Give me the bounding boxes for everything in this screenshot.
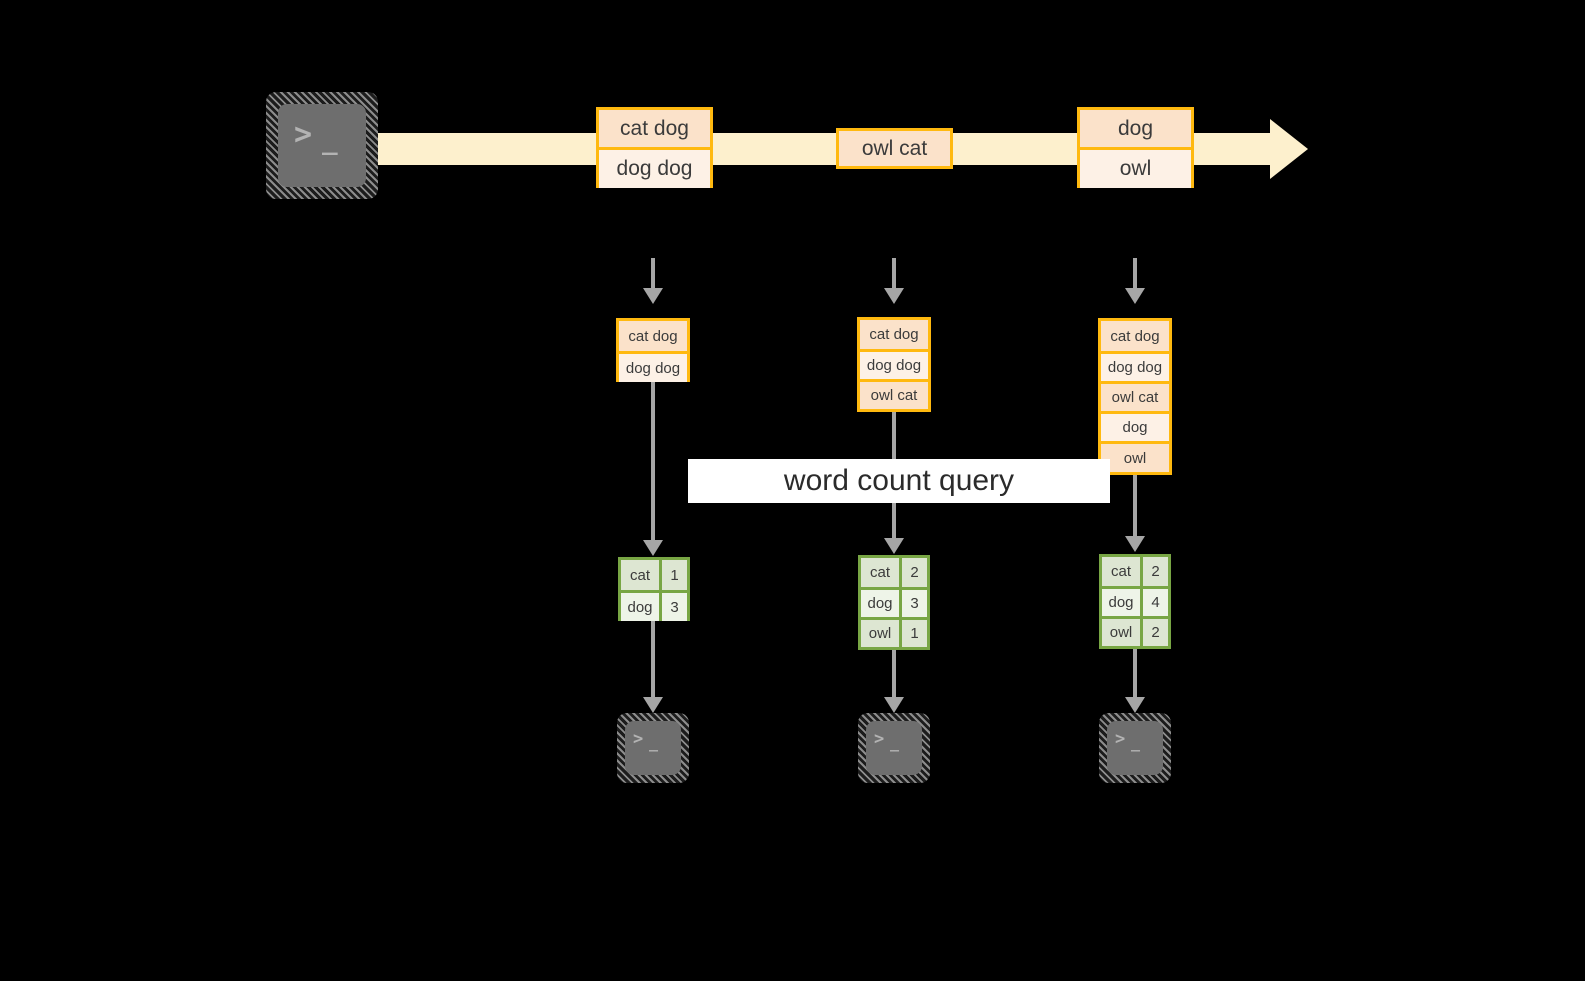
snapshot-row: dog [1101, 411, 1169, 441]
result-count: 2 [1143, 619, 1168, 646]
snapshot-3-result-table: cat 2 dog 4 owl 2 [1099, 554, 1171, 649]
snapshot-1-query-arrowhead [643, 540, 663, 556]
snapshot-3-sink-arrowhead [1125, 697, 1145, 713]
snapshot-3-sink-terminal-icon[interactable]: > _ [1099, 713, 1171, 783]
result-word: cat [1102, 557, 1143, 586]
snapshot-2-sink-line [892, 650, 896, 699]
stream-record: dog [1080, 110, 1191, 147]
stream-record: owl [1080, 147, 1191, 188]
result-count: 1 [662, 560, 687, 590]
result-row: owl 1 [861, 617, 927, 647]
stream-group-1: cat dog dog dog [596, 107, 713, 188]
terminal-prompt-glyph: > [874, 729, 886, 749]
snapshot-3-query-arrowhead [1125, 536, 1145, 552]
snapshot-1-dashed-link [651, 258, 655, 288]
result-word: dog [1102, 589, 1143, 616]
snapshot-1-sink-terminal-icon[interactable]: > _ [617, 713, 689, 783]
terminal-cursor-glyph: _ [890, 734, 901, 752]
snapshot-2-input-table: cat dog dog dog owl cat [857, 317, 931, 412]
snapshot-row: dog dog [1101, 351, 1169, 381]
result-count: 3 [902, 590, 927, 617]
snapshot-2-sink-arrowhead [884, 697, 904, 713]
snapshot-3-dashed-link [1133, 258, 1137, 288]
snapshot-3-dashed-arrowhead [1125, 288, 1145, 304]
terminal-prompt-glyph: > [1115, 729, 1127, 749]
terminal-screen [625, 721, 681, 775]
terminal-screen [1107, 721, 1163, 775]
query-label-text: word count query [783, 464, 1015, 497]
result-count: 3 [662, 593, 687, 621]
result-row: dog 3 [621, 590, 687, 621]
snapshot-row: cat dog [619, 321, 687, 351]
stream-arrow-head [1270, 119, 1308, 179]
snapshot-3-query-line [1133, 475, 1137, 538]
terminal-screen [278, 104, 366, 187]
stream-record: owl cat [839, 131, 950, 166]
result-row: cat 2 [1102, 557, 1168, 586]
snapshot-2-dashed-arrowhead [884, 288, 904, 304]
terminal-prompt-glyph: > [633, 729, 645, 749]
result-word: cat [621, 560, 662, 590]
result-word: owl [1102, 619, 1143, 646]
snapshot-row: owl [1101, 441, 1169, 472]
terminal-prompt-glyph: > [294, 117, 314, 152]
snapshot-row: cat dog [860, 320, 928, 349]
snapshot-1-sink-line [651, 621, 655, 699]
snapshot-3-input-table: cat dog dog dog owl cat dog owl [1098, 318, 1172, 475]
terminal-cursor-glyph: _ [1131, 734, 1142, 752]
snapshot-row: cat dog [1101, 321, 1169, 351]
snapshot-row: dog dog [619, 351, 687, 382]
snapshot-row: owl cat [1101, 381, 1169, 411]
stream-group-3: dog owl [1077, 107, 1194, 188]
result-count: 2 [902, 558, 927, 587]
snapshot-1-sink-arrowhead [643, 697, 663, 713]
stream-group-2: owl cat [836, 128, 953, 169]
result-row: owl 2 [1102, 616, 1168, 646]
result-row: cat 2 [861, 558, 927, 587]
terminal-cursor-glyph: _ [322, 126, 339, 156]
snapshot-3-sink-line [1133, 649, 1137, 699]
result-count: 4 [1143, 589, 1168, 616]
snapshot-2-sink-terminal-icon[interactable]: > _ [858, 713, 930, 783]
snapshot-row: owl cat [860, 379, 928, 409]
terminal-cursor-glyph: _ [649, 734, 660, 752]
result-row: dog 3 [861, 587, 927, 617]
snapshot-1-input-table: cat dog dog dog [616, 318, 690, 382]
stream-record: cat dog [599, 110, 710, 147]
terminal-screen [866, 721, 922, 775]
query-label-band: word count query [688, 459, 1110, 503]
result-word: dog [861, 590, 902, 617]
result-row: dog 4 [1102, 586, 1168, 616]
source-terminal-icon[interactable]: > _ [266, 92, 378, 199]
snapshot-2-result-table: cat 2 dog 3 owl 1 [858, 555, 930, 650]
snapshot-1-result-table: cat 1 dog 3 [618, 557, 690, 621]
snapshot-1-dashed-arrowhead [643, 288, 663, 304]
result-row: cat 1 [621, 560, 687, 590]
result-word: cat [861, 558, 902, 587]
snapshot-1-query-line [651, 382, 655, 542]
snapshot-row: dog dog [860, 349, 928, 379]
snapshot-2-dashed-link [892, 258, 896, 288]
result-word: dog [621, 593, 662, 621]
snapshot-2-query-arrowhead [884, 538, 904, 554]
result-count: 1 [902, 620, 927, 647]
stream-record: dog dog [599, 147, 710, 188]
result-word: owl [861, 620, 902, 647]
result-count: 2 [1143, 557, 1168, 586]
